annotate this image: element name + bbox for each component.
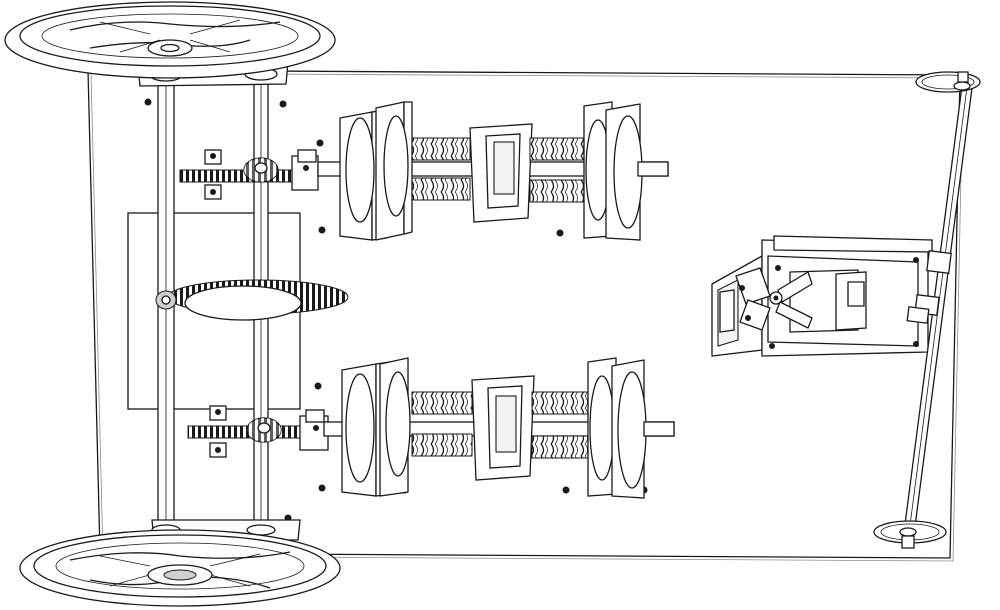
front-wheel-bottom	[873, 520, 947, 549]
rear-wheel-top	[4, 1, 336, 79]
rear-wheel-bottom	[19, 529, 341, 607]
lower-spring-energy-unit	[323, 357, 675, 499]
lower-pinion-train	[187, 405, 329, 458]
center-spur-gear	[155, 279, 349, 321]
upper-pinion-train	[179, 149, 319, 200]
steering-servo-assembly	[711, 235, 933, 357]
front-wheel-top	[915, 71, 981, 93]
upper-spring-energy-unit	[317, 101, 669, 241]
